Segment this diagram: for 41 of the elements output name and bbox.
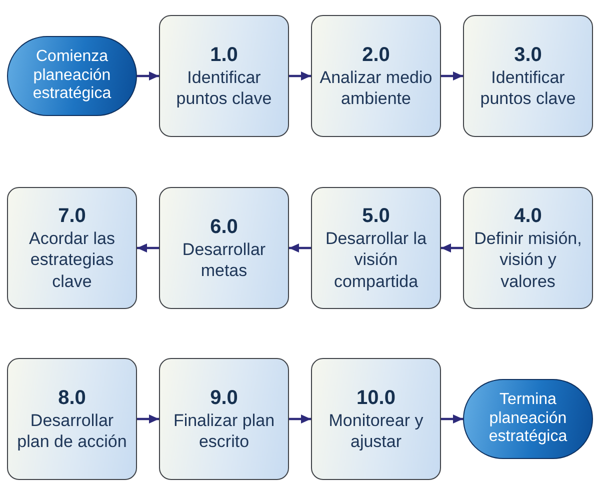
step-number: 5.0 bbox=[362, 204, 390, 228]
arrow bbox=[137, 244, 159, 252]
step-label: Desarrollar plan de acción bbox=[16, 410, 128, 452]
process-box bbox=[463, 187, 593, 309]
process-box bbox=[311, 358, 441, 480]
step-label: Analizar medio ambiente bbox=[318, 66, 434, 110]
arrow bbox=[137, 72, 159, 80]
process-box bbox=[7, 187, 137, 309]
step-number: 2.0 bbox=[362, 42, 390, 67]
arrow bbox=[441, 244, 463, 252]
process-box bbox=[463, 15, 593, 137]
step-number: 9.0 bbox=[210, 386, 238, 410]
step-label: Definir misión, visión y valores bbox=[473, 228, 583, 292]
step-label: Identificar puntos clave bbox=[175, 66, 273, 110]
step-number: 7.0 bbox=[58, 204, 86, 228]
arrow bbox=[441, 72, 463, 80]
process-box bbox=[159, 358, 289, 480]
step-label: Desarrollar la visión compartida bbox=[324, 228, 428, 292]
step-label: Monitorear y ajustar bbox=[328, 410, 424, 452]
terminal-label: Comienza planeación estratégica bbox=[32, 48, 112, 104]
arrow bbox=[289, 414, 311, 424]
process-box bbox=[311, 187, 441, 309]
process-box bbox=[7, 358, 137, 480]
step-number: 3.0 bbox=[514, 42, 542, 67]
step-number: 1.0 bbox=[210, 42, 238, 67]
arrow bbox=[289, 244, 311, 252]
step-number: 6.0 bbox=[210, 214, 238, 239]
arrow bbox=[137, 414, 159, 424]
step-number: 10.0 bbox=[356, 386, 396, 410]
terminal-label: Termina planeación estratégica bbox=[488, 391, 568, 447]
process-box bbox=[311, 15, 441, 137]
process-box bbox=[159, 15, 289, 137]
arrow bbox=[289, 72, 311, 80]
step-label: Desarrollar metas bbox=[181, 238, 267, 282]
step-number: 8.0 bbox=[58, 386, 86, 410]
process-box bbox=[159, 187, 289, 309]
step-label: Finalizar plan escrito bbox=[172, 410, 276, 452]
step-label: Acordar las estrategias clave bbox=[28, 228, 116, 292]
arrow bbox=[441, 414, 463, 424]
step-number: 4.0 bbox=[514, 204, 542, 228]
step-label: Identificar puntos clave bbox=[479, 66, 577, 110]
